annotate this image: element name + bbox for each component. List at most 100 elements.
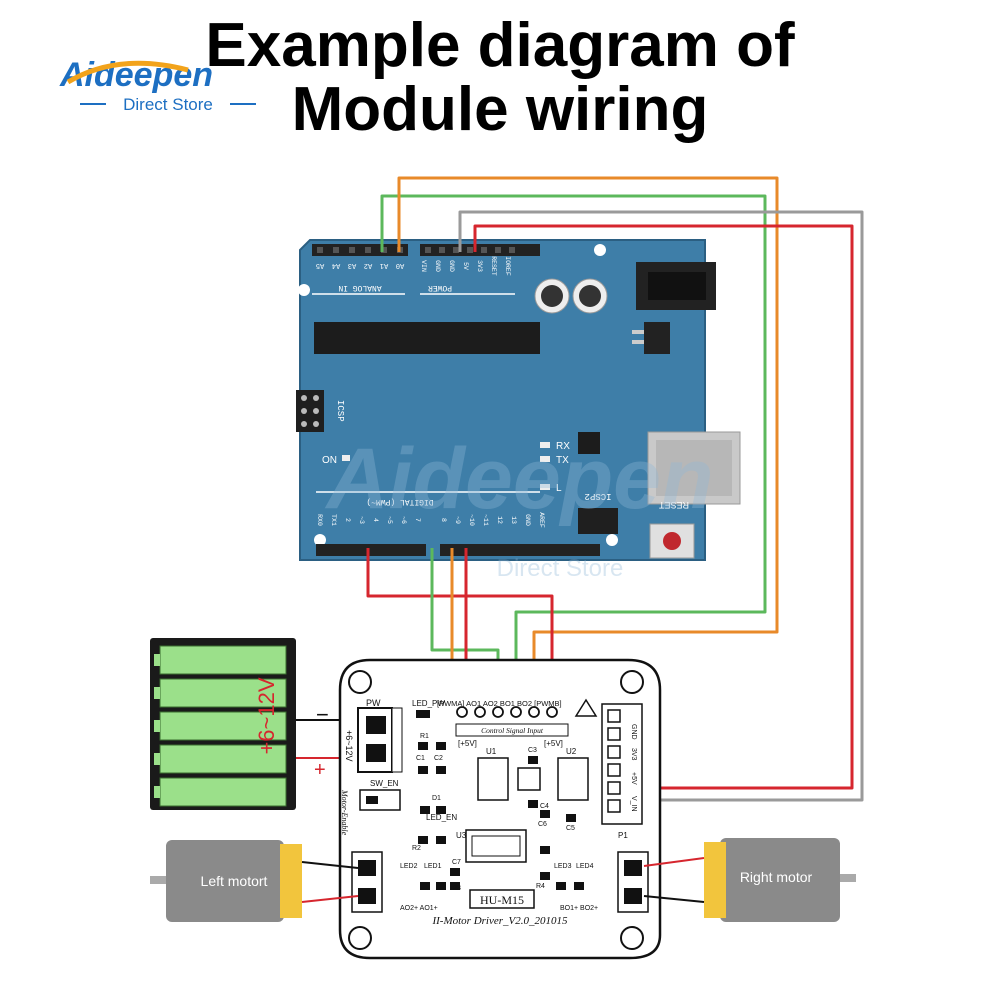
out-left-label: AO2+ AO1+ <box>400 905 438 912</box>
component-label: R2 <box>412 845 421 852</box>
component-label: R1 <box>420 733 429 740</box>
u2-chip <box>557 757 589 801</box>
right-pin-label: 3V3 <box>630 748 637 761</box>
tx-label: TX <box>556 455 569 466</box>
driver-power-range: +6~12V <box>344 730 354 762</box>
power-header <box>420 244 540 256</box>
smd-component <box>420 806 430 814</box>
smd-component <box>418 742 428 750</box>
mount-hole-tl <box>348 670 372 694</box>
battery-minus-sign: − <box>316 702 329 727</box>
control-pin <box>528 706 540 718</box>
input-pins-label: [PWMA] AO1 AO2 BO1 BO2 [PWMB] <box>437 699 562 708</box>
battery-plus-sign: + <box>314 759 326 781</box>
left-motor: Left motort <box>150 840 359 922</box>
wire-a0-orange <box>397 176 779 708</box>
smd-component <box>418 766 428 774</box>
analog-pin-label: A4 <box>332 261 340 269</box>
smd-component <box>540 810 550 818</box>
smd-component <box>436 742 446 750</box>
mount-hole-bl <box>348 926 372 950</box>
wire-d3-red <box>366 548 554 708</box>
smd-component <box>528 800 538 808</box>
led2-label: LED2 <box>400 863 418 870</box>
digital-pin-label: ~9 <box>454 516 461 524</box>
battery-cell <box>159 777 287 807</box>
right-motor: Right motor <box>643 838 856 922</box>
smd-component <box>418 836 428 844</box>
digital-pin-label: ~10 <box>468 514 475 526</box>
header-pin <box>607 799 621 813</box>
digital-pin-label: 8 <box>440 518 447 522</box>
component-label: C2 <box>434 755 443 762</box>
analog-pin-label: A0 <box>396 261 404 269</box>
analog-pin-label: A2 <box>364 261 372 269</box>
sw-en-switch <box>359 789 401 811</box>
analog-header-label: ANALOG IN <box>338 283 381 292</box>
version-label: II-Motor Driver_V2.0_201015 <box>431 915 568 927</box>
right-motor-cap <box>704 842 726 918</box>
led3-label: LED3 <box>554 863 572 870</box>
u2-label: U2 <box>566 747 577 756</box>
component-label: C6 <box>538 821 547 828</box>
reset-label: RESET <box>658 500 689 510</box>
icsp-header <box>296 390 324 432</box>
led-pw-label: LED_PW <box>412 699 445 708</box>
icsp2-label: ICSP2 <box>584 491 611 501</box>
smd-component <box>540 846 550 854</box>
title-line-2: Module wiring <box>291 75 709 144</box>
power-pin-label: VIN <box>420 260 427 272</box>
plus5v-left: [+5V] <box>458 739 477 748</box>
analog-pin-label: A3 <box>348 261 356 269</box>
sw-en-label: SW_EN <box>370 779 399 788</box>
motor-enable-label: Motor-Enable <box>340 789 349 836</box>
left-motor-cap <box>280 844 302 918</box>
analog-pin-label: A1 <box>380 261 388 269</box>
digital-header-low <box>316 544 426 556</box>
power-pin-label: GND <box>434 260 441 272</box>
smd-component <box>436 836 446 844</box>
smd-component <box>436 882 446 890</box>
right-pin-label: +5V <box>630 772 637 785</box>
page-title: Example diagram of Module wiring <box>0 14 1000 142</box>
control-pin <box>456 706 468 718</box>
motor-driver-board: PW +6~12V LED_PW [PWMA] AO1 AO2 BO1 BO2 … <box>338 658 662 960</box>
plus5v-right: [+5V] <box>544 739 563 748</box>
smd-component <box>436 806 446 814</box>
watermark-subtext: Direct Store <box>497 555 624 582</box>
digital-pin-label: ~6 <box>400 516 407 524</box>
component-label: C7 <box>452 859 461 866</box>
power-pin-label: 3V3 <box>476 260 483 272</box>
digital-pin-label: ~11 <box>482 514 489 526</box>
power-pin-label: GND <box>448 260 455 272</box>
icsp-label: ICSP <box>335 400 345 422</box>
digital-pin-label: 7 <box>414 518 421 522</box>
control-pin <box>492 706 504 718</box>
pw-label: PW <box>366 698 381 708</box>
wire-gnd-gray <box>458 210 864 802</box>
battery-voltage-label: +6~12V <box>254 677 279 754</box>
smd-component <box>528 756 538 764</box>
arduino-pcb <box>299 239 706 561</box>
component-label: D1 <box>432 795 441 802</box>
right-motor-body <box>720 838 840 922</box>
right-motor-label: Right motor <box>740 869 813 885</box>
digital-pin-label: 12 <box>496 516 503 524</box>
digital-header-label: DIGITAL (PWM~) <box>366 497 433 506</box>
smd-component <box>566 814 576 822</box>
power-header-label: POWER <box>428 283 452 292</box>
smd-component <box>420 882 430 890</box>
header-pin <box>607 763 621 777</box>
usb-chip <box>578 432 600 454</box>
title-line-1: Example diagram of <box>205 11 795 80</box>
wire-5v-red <box>473 224 854 790</box>
control-pin <box>510 706 522 718</box>
power-pin-label: IOREF <box>504 256 511 276</box>
on-led <box>342 455 350 461</box>
battery-cell <box>159 744 287 774</box>
component-label: R4 <box>536 883 545 890</box>
header-pin <box>607 745 621 759</box>
header-pin <box>607 709 621 723</box>
